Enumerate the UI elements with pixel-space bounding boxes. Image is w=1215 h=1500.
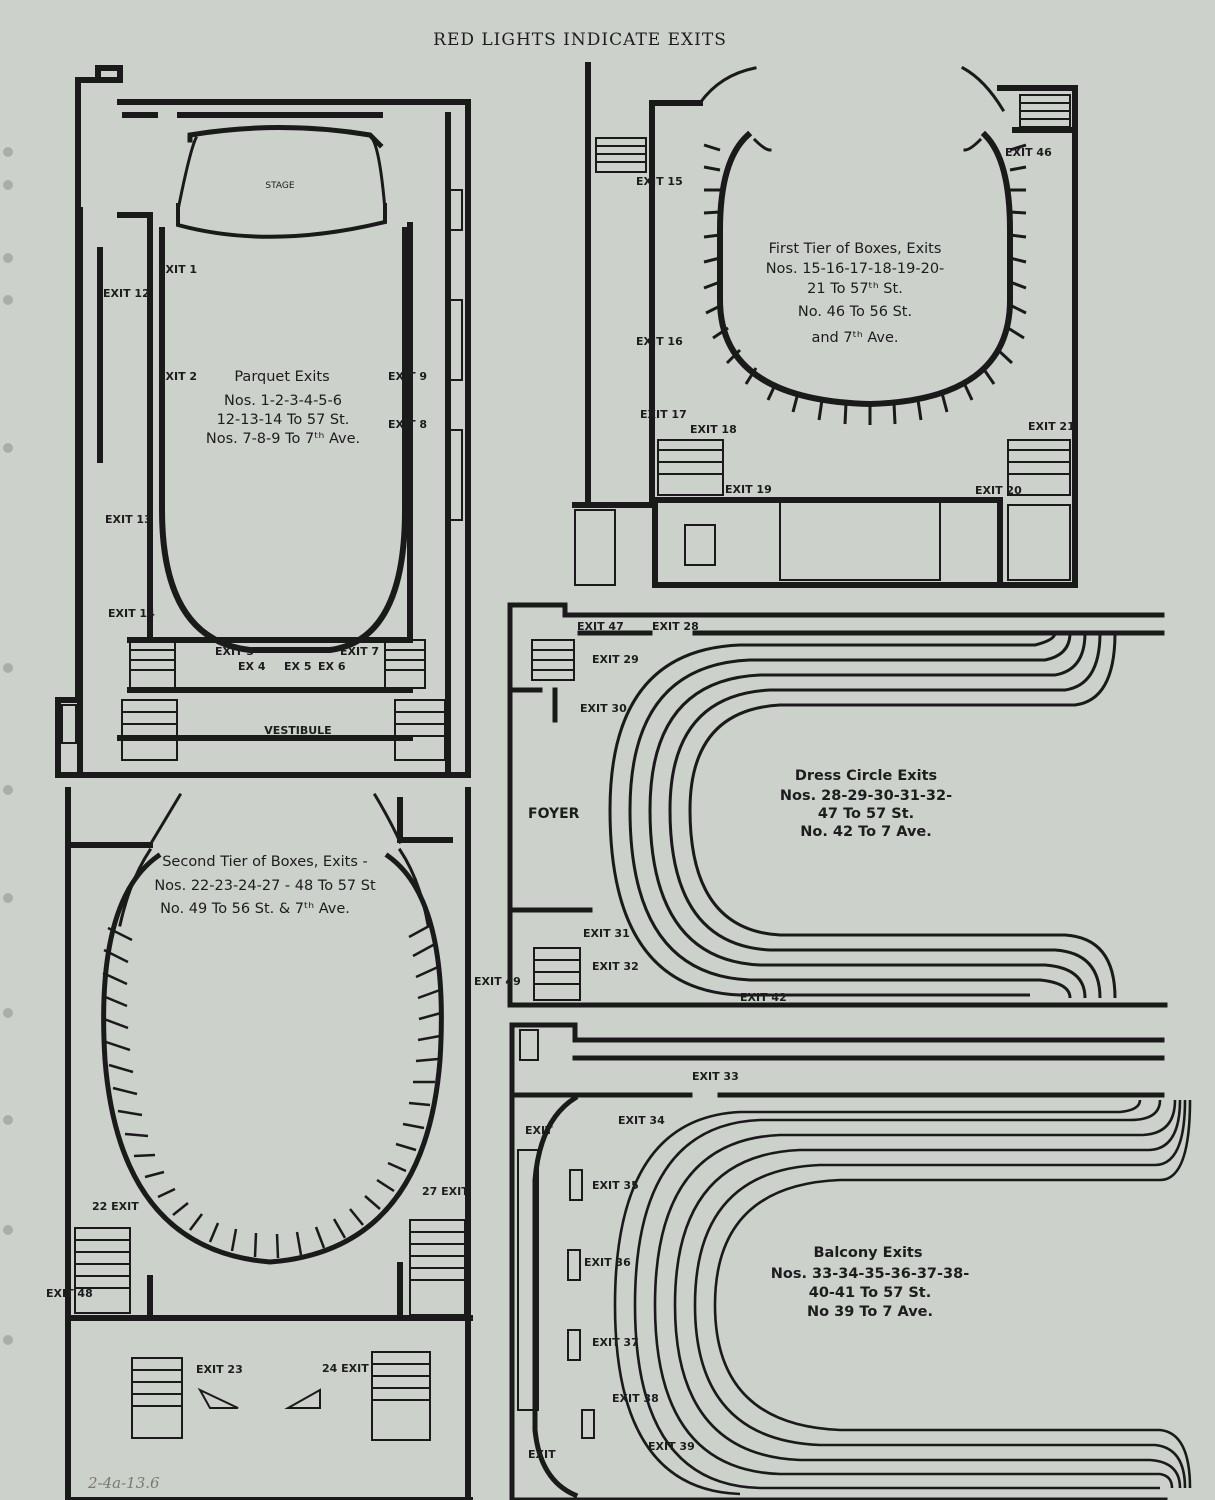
svg-text:EXIT 2: EXIT 2 [158, 370, 197, 383]
page-header: RED LIGHTS INDICATE EXITS [433, 30, 727, 50]
svg-text:EXIT 17: EXIT 17 [640, 408, 687, 421]
first-tier-title: First Tier of Boxes, Exits [769, 241, 942, 257]
svg-text:EX 5: EX 5 [284, 660, 311, 673]
svg-text:EXIT 16: EXIT 16 [636, 335, 683, 348]
svg-text:EXIT 18: EXIT 18 [690, 423, 737, 436]
svg-text:EXIT 29: EXIT 29 [592, 653, 639, 666]
second-tier-boxes [102, 923, 442, 1259]
dress-circle-line-3: No. 42 To 7 Ave. [800, 824, 932, 840]
first-tier-boxes [703, 143, 1027, 425]
svg-text:EXIT 14: EXIT 14 [108, 607, 155, 620]
svg-text:EXIT 15: EXIT 15 [636, 175, 683, 188]
parquet-line-1: Nos. 1-2-3-4-5-6 [224, 393, 342, 409]
first-tier-line-3: No. 46 To 56 St. [798, 304, 912, 320]
parquet-title: Parquet Exits [234, 369, 329, 385]
dress-circle-exit-labels: EXIT 28 EXIT 29 EXIT 30 EXIT 31 EXIT 32 … [577, 620, 787, 1004]
svg-text:EXIT 37: EXIT 37 [592, 1336, 639, 1349]
foyer-label: FOYER [528, 806, 580, 822]
svg-text:EXIT 8: EXIT 8 [388, 418, 427, 431]
svg-text:EXIT: EXIT [528, 1448, 556, 1461]
balcony-stairs [517, 1029, 595, 1439]
first-tier-exit-labels: EXIT 15 EXIT 16 EXIT 17 EXIT 18 EXIT 19 … [636, 146, 1075, 497]
svg-text:EXIT 48: EXIT 48 [46, 1287, 93, 1300]
svg-text:EXIT 31: EXIT 31 [583, 927, 630, 940]
svg-text:EXIT 46: EXIT 46 [1005, 146, 1052, 159]
parquet-line-2: 12-13-14 To 57 St. [217, 412, 350, 428]
first-tier-line-2: 21 To 57ᵗʰ St. [807, 281, 903, 297]
svg-text:27 EXIT: 27 EXIT [422, 1185, 469, 1198]
svg-text:EXIT 36: EXIT 36 [584, 1256, 631, 1269]
second-tier-exit-labels: 22 EXIT EXIT 23 24 EXIT 27 EXIT EXIT 48 … [46, 975, 521, 1376]
binder-holes [3, 147, 13, 1345]
svg-text:EXIT 35: EXIT 35 [592, 1179, 639, 1192]
balcony-line-3: No 39 To 7 Ave. [807, 1304, 933, 1320]
svg-text:EXIT: EXIT [525, 1124, 553, 1137]
handwritten-note: 2-4a-13.6 [87, 1474, 160, 1492]
svg-text:EXIT 21: EXIT 21 [1028, 420, 1075, 433]
svg-text:EXIT 49: EXIT 49 [474, 975, 521, 988]
balcony-title: Balcony Exits [814, 1245, 923, 1261]
parquet-stairs [61, 189, 463, 761]
first-tier-plan: First Tier of Boxes, Exits Nos. 15-16-17… [572, 62, 1078, 588]
dress-circle-title: Dress Circle Exits [795, 768, 937, 784]
svg-text:EXIT 7: EXIT 7 [340, 645, 379, 658]
svg-text:24 EXIT: 24 EXIT [322, 1362, 369, 1375]
second-tier-stairs [74, 1219, 466, 1441]
svg-text:EXIT 30: EXIT 30 [580, 702, 627, 715]
balcony-plan: Balcony Exits Nos. 33-34-35-36-37-38- 40… [509, 1022, 1192, 1500]
second-tier-title: Second Tier of Boxes, Exits - [162, 854, 368, 870]
first-tier-stairs [574, 94, 1071, 586]
svg-text:22 EXIT: 22 EXIT [92, 1200, 139, 1213]
svg-text:EXIT 39: EXIT 39 [648, 1440, 695, 1453]
parquet-line-3: Nos. 7-8-9 To 7ᵗʰ Ave. [206, 431, 360, 447]
svg-text:EX 6: EX 6 [318, 660, 346, 673]
first-tier-line-4: and 7ᵗʰ Ave. [811, 330, 898, 346]
svg-text:EX 4: EX 4 [238, 660, 266, 673]
svg-text:EXIT 23: EXIT 23 [196, 1363, 243, 1376]
svg-text:EXIT 42: EXIT 42 [740, 991, 787, 1004]
dress-circle-plan: FOYER Dress Circle Exits Nos. 28-29-30-3… [507, 602, 1168, 1008]
parquet-exit-labels: EXIT 1 EXIT 2 EXIT 3 EX 4 EX 5 EX 6 EXIT… [103, 263, 427, 673]
stage-label: STAGE [265, 181, 294, 191]
svg-text:EXIT 38: EXIT 38 [612, 1392, 659, 1405]
first-tier-line-1: Nos. 15-16-17-18-19-20- [766, 261, 945, 277]
second-tier-line-1: Nos. 22-23-24-27 - 48 To 57 St [154, 878, 376, 894]
balcony-rows [613, 1099, 1192, 1496]
svg-text:EXIT 13: EXIT 13 [105, 513, 152, 526]
vestibule-label: VESTIBULE [264, 724, 331, 737]
svg-text:EXIT 1: EXIT 1 [158, 263, 197, 276]
svg-text:EXIT 3: EXIT 3 [215, 645, 254, 658]
balcony-line-1: Nos. 33-34-35-36-37-38- [771, 1266, 969, 1282]
balcony-line-2: 40-41 To 57 St. [809, 1285, 932, 1301]
svg-text:EXIT 12: EXIT 12 [103, 287, 150, 300]
svg-text:EXIT 28: EXIT 28 [652, 620, 699, 633]
svg-text:EXIT 33: EXIT 33 [692, 1070, 739, 1083]
svg-text:EXIT 9: EXIT 9 [388, 370, 427, 383]
svg-text:EXIT 20: EXIT 20 [975, 484, 1022, 497]
svg-text:EXIT 32: EXIT 32 [592, 960, 639, 973]
balcony-exit-labels: EXIT 33 EXIT 34 EXIT 35 EXIT 36 EXIT 37 … [525, 1070, 739, 1461]
second-tier-line-2: No. 49 To 56 St. & 7ᵗʰ Ave. [160, 901, 350, 917]
second-tier-plan: Second Tier of Boxes, Exits - Nos. 22-23… [46, 787, 521, 1500]
parquet-plan: STAGE VESTIBULE Parquet Exits Nos. 1-2-3… [55, 65, 471, 778]
svg-text:EXIT 19: EXIT 19 [725, 483, 772, 496]
dress-circle-stairs [531, 639, 581, 1001]
svg-text:EXIT 34: EXIT 34 [618, 1114, 665, 1127]
dress-circle-line-2: 47 To 57 St. [818, 806, 914, 822]
dress-circle-rows [608, 632, 1117, 999]
svg-text:EXIT 47: EXIT 47 [577, 620, 624, 633]
dress-circle-line-1: Nos. 28-29-30-31-32- [780, 788, 952, 804]
